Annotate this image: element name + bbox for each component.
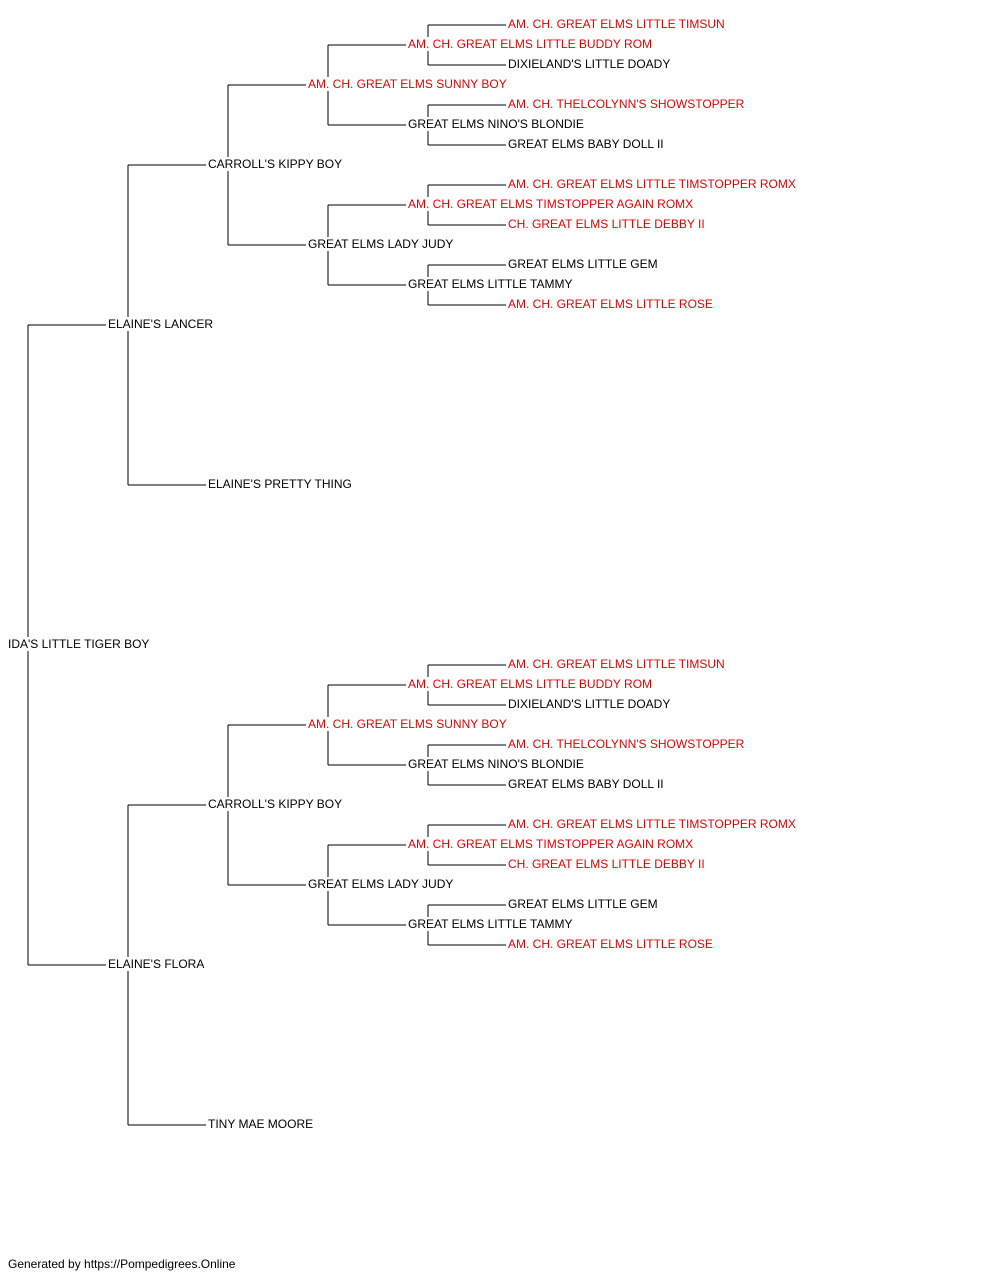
pedigree-entry: AM. CH. GREAT ELMS LITTLE BUDDY ROM — [407, 37, 654, 51]
pedigree-entry: AM. CH. GREAT ELMS SUNNY BOY — [307, 717, 508, 731]
pedigree-entry: CH. GREAT ELMS LITTLE DEBBY II — [507, 857, 706, 871]
pedigree-entry: AM. CH. THELCOLYNN'S SHOWSTOPPER — [507, 737, 746, 751]
pedigree-entry: CH. GREAT ELMS LITTLE DEBBY II — [507, 217, 706, 231]
pedigree-entry: AM. CH. GREAT ELMS LITTLE BUDDY ROM — [407, 677, 654, 691]
pedigree-entry: GREAT ELMS LITTLE TAMMY — [407, 917, 574, 931]
pedigree-entry: GREAT ELMS LITTLE TAMMY — [407, 277, 574, 291]
pedigree-entry: CARROLL'S KIPPY BOY — [207, 157, 344, 171]
pedigree-entry: GREAT ELMS LADY JUDY — [307, 877, 455, 891]
pedigree-entry: GREAT ELMS LADY JUDY — [307, 237, 455, 251]
pedigree-entry: AM. CH. THELCOLYNN'S SHOWSTOPPER — [507, 97, 746, 111]
pedigree-entry: GREAT ELMS LITTLE GEM — [507, 257, 659, 271]
pedigree-entry: CARROLL'S KIPPY BOY — [207, 797, 344, 811]
pedigree-entry: GREAT ELMS BABY DOLL II — [507, 137, 665, 151]
pedigree-entry: AM. CH. GREAT ELMS LITTLE TIMSUN — [507, 657, 726, 671]
pedigree-entry: GREAT ELMS BABY DOLL II — [507, 777, 665, 791]
pedigree-entry: ELAINE'S FLORA — [107, 957, 206, 971]
pedigree-entry: TINY MAE MOORE — [207, 1117, 315, 1131]
pedigree-entry: AM. CH. GREAT ELMS LITTLE TIMSTOPPER ROM… — [507, 817, 797, 831]
pedigree-entry: AM. CH. GREAT ELMS LITTLE ROSE — [507, 297, 714, 311]
pedigree-entry: GREAT ELMS LITTLE GEM — [507, 897, 659, 911]
pedigree-entry: DIXIELAND'S LITTLE DOADY — [507, 697, 672, 711]
pedigree-entry: GREAT ELMS NINO'S BLONDIE — [407, 117, 585, 131]
pedigree-entry: AM. CH. GREAT ELMS SUNNY BOY — [307, 77, 508, 91]
pedigree-entry: ELAINE'S LANCER — [107, 317, 214, 331]
pedigree-entry: AM. CH. GREAT ELMS LITTLE ROSE — [507, 937, 714, 951]
pedigree-entry: IDA'S LITTLE TIGER BOY — [7, 637, 151, 651]
pedigree-entry: AM. CH. GREAT ELMS LITTLE TIMSTOPPER ROM… — [507, 177, 797, 191]
pedigree-entry: AM. CH. GREAT ELMS TIMSTOPPER AGAIN ROMX — [407, 837, 695, 851]
footer-credit: Generated by https://Pompedigrees.Online — [8, 1257, 236, 1271]
pedigree-entry: DIXIELAND'S LITTLE DOADY — [507, 57, 672, 71]
pedigree-entry: AM. CH. GREAT ELMS TIMSTOPPER AGAIN ROMX — [407, 197, 695, 211]
pedigree-entry: AM. CH. GREAT ELMS LITTLE TIMSUN — [507, 17, 726, 31]
pedigree-entry: ELAINE'S PRETTY THING — [207, 477, 353, 491]
pedigree-entry: GREAT ELMS NINO'S BLONDIE — [407, 757, 585, 771]
